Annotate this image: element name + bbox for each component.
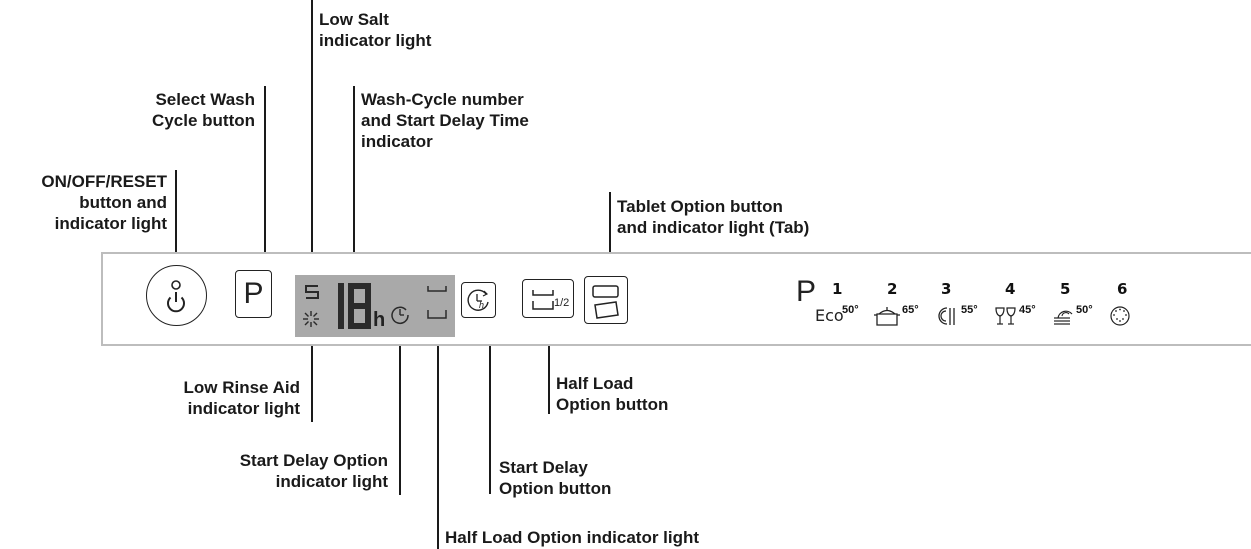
low-salt-indicator-icon bbox=[302, 283, 322, 301]
callout-select-wash-line2: Cycle button bbox=[152, 111, 255, 130]
wash-cycle-display bbox=[295, 275, 455, 337]
wine-glasses-icon bbox=[993, 305, 1019, 327]
leader-on-off bbox=[175, 170, 177, 265]
leader-half-load-button bbox=[548, 326, 550, 414]
callout-start-delay-light-line2: indicator light bbox=[275, 472, 388, 491]
program-number-1: 1 bbox=[832, 280, 843, 298]
rinse-dots-icon bbox=[1108, 304, 1132, 328]
eco-label: Eco bbox=[815, 306, 844, 325]
low-rinse-aid-indicator-icon bbox=[301, 309, 321, 329]
callout-on-off-line1: ON/OFF/RESET bbox=[41, 172, 167, 191]
stacked-plates-icon bbox=[1050, 305, 1076, 327]
start-delay-option-button[interactable]: h. bbox=[461, 282, 496, 318]
callout-half-load-btn-line1: Half Load bbox=[556, 374, 634, 393]
half-load-option-button[interactable] bbox=[522, 279, 574, 318]
callout-start-delay-btn-line1: Start Delay bbox=[499, 458, 588, 477]
callout-start-delay-light-line1: Start Delay Option bbox=[239, 451, 388, 470]
program-temp-1: 50° bbox=[842, 304, 859, 316]
half-load-icon bbox=[532, 289, 554, 310]
leader-start-delay-button bbox=[489, 326, 491, 494]
program-number-5: 5 bbox=[1060, 280, 1071, 298]
pot-icon bbox=[873, 304, 901, 328]
callout-tablet-option: Tablet Option button and indicator light… bbox=[617, 196, 809, 238]
select-wash-cycle-button[interactable]: P bbox=[235, 270, 272, 318]
tablet-icon bbox=[592, 284, 619, 319]
program-number-2: 2 bbox=[887, 280, 898, 298]
callout-low-salt-line2: indicator light bbox=[319, 31, 432, 50]
leader-tablet bbox=[609, 192, 611, 270]
callout-low-rinse-line2: indicator light bbox=[187, 399, 300, 418]
seven-segment-digits bbox=[334, 280, 374, 332]
callout-on-off-line3: indicator light bbox=[54, 214, 167, 233]
program-symbol: P bbox=[796, 275, 817, 308]
on-off-reset-button[interactable] bbox=[146, 265, 207, 326]
callout-start-delay-button: Start Delay Option button bbox=[499, 457, 611, 499]
callout-low-salt-line1: Low Salt bbox=[319, 10, 389, 29]
callout-select-wash-line1: Select Wash bbox=[155, 90, 255, 109]
callout-tablet-line2: and indicator light (Tab) bbox=[617, 218, 810, 237]
program-temp-4: 45° bbox=[1019, 304, 1036, 316]
program-number-3: 3 bbox=[941, 280, 952, 298]
half-load-fraction-label: 1/2 bbox=[554, 297, 570, 309]
callout-low-rinse-aid: Low Rinse Aid indicator light bbox=[184, 377, 301, 419]
callout-half-load-light: Half Load Option indicator light bbox=[445, 527, 699, 548]
callout-half-load-btn-line2: Option button bbox=[556, 395, 669, 414]
callout-select-wash: Select Wash Cycle button bbox=[152, 89, 255, 131]
tablet-option-button[interactable] bbox=[584, 276, 628, 324]
leader-low-rinse bbox=[311, 334, 313, 422]
program-number-6: 6 bbox=[1117, 280, 1128, 298]
callout-start-delay-light: Start Delay Option indicator light bbox=[240, 450, 388, 492]
clock-delay-icon: h. bbox=[467, 289, 489, 311]
callout-wash-cycle-line1: Wash-Cycle number bbox=[361, 90, 524, 109]
program-temp-2: 65° bbox=[902, 304, 919, 316]
control-panel bbox=[101, 252, 1251, 346]
callout-wash-cycle-line3: indicator bbox=[361, 132, 433, 151]
leader-wash-cycle bbox=[353, 86, 355, 280]
callout-on-off-line2: button and bbox=[79, 193, 167, 212]
svg-text:h.: h. bbox=[479, 300, 487, 310]
plate-cutlery-icon bbox=[935, 305, 959, 327]
display-hours-unit: h bbox=[373, 309, 386, 331]
callout-wash-cycle-line2: and Start Delay Time bbox=[361, 111, 529, 130]
program-temp-3: 55° bbox=[961, 304, 978, 316]
start-delay-indicator-icon bbox=[389, 304, 411, 326]
leader-low-salt bbox=[311, 0, 313, 278]
callout-wash-cycle-number: Wash-Cycle number and Start Delay Time i… bbox=[361, 89, 529, 152]
callout-tablet-line1: Tablet Option button bbox=[617, 197, 783, 216]
callout-low-rinse-line1: Low Rinse Aid bbox=[183, 378, 301, 397]
leader-start-delay-light bbox=[399, 334, 401, 495]
half-load-indicator-icon bbox=[425, 282, 449, 328]
program-number-4: 4 bbox=[1005, 280, 1016, 298]
callout-half-load-light-line1: Half Load Option indicator light bbox=[445, 528, 700, 547]
program-temp-5: 50° bbox=[1076, 304, 1093, 316]
leader-half-load-light bbox=[437, 334, 439, 549]
leader-select-wash bbox=[264, 86, 266, 270]
callout-start-delay-btn-line2: Option button bbox=[499, 479, 612, 498]
callout-on-off-reset: ON/OFF/RESET button and indicator light bbox=[41, 171, 167, 234]
callout-low-salt: Low Salt indicator light bbox=[319, 9, 431, 51]
callout-half-load-button: Half Load Option button bbox=[556, 373, 668, 415]
power-icon bbox=[167, 280, 185, 313]
